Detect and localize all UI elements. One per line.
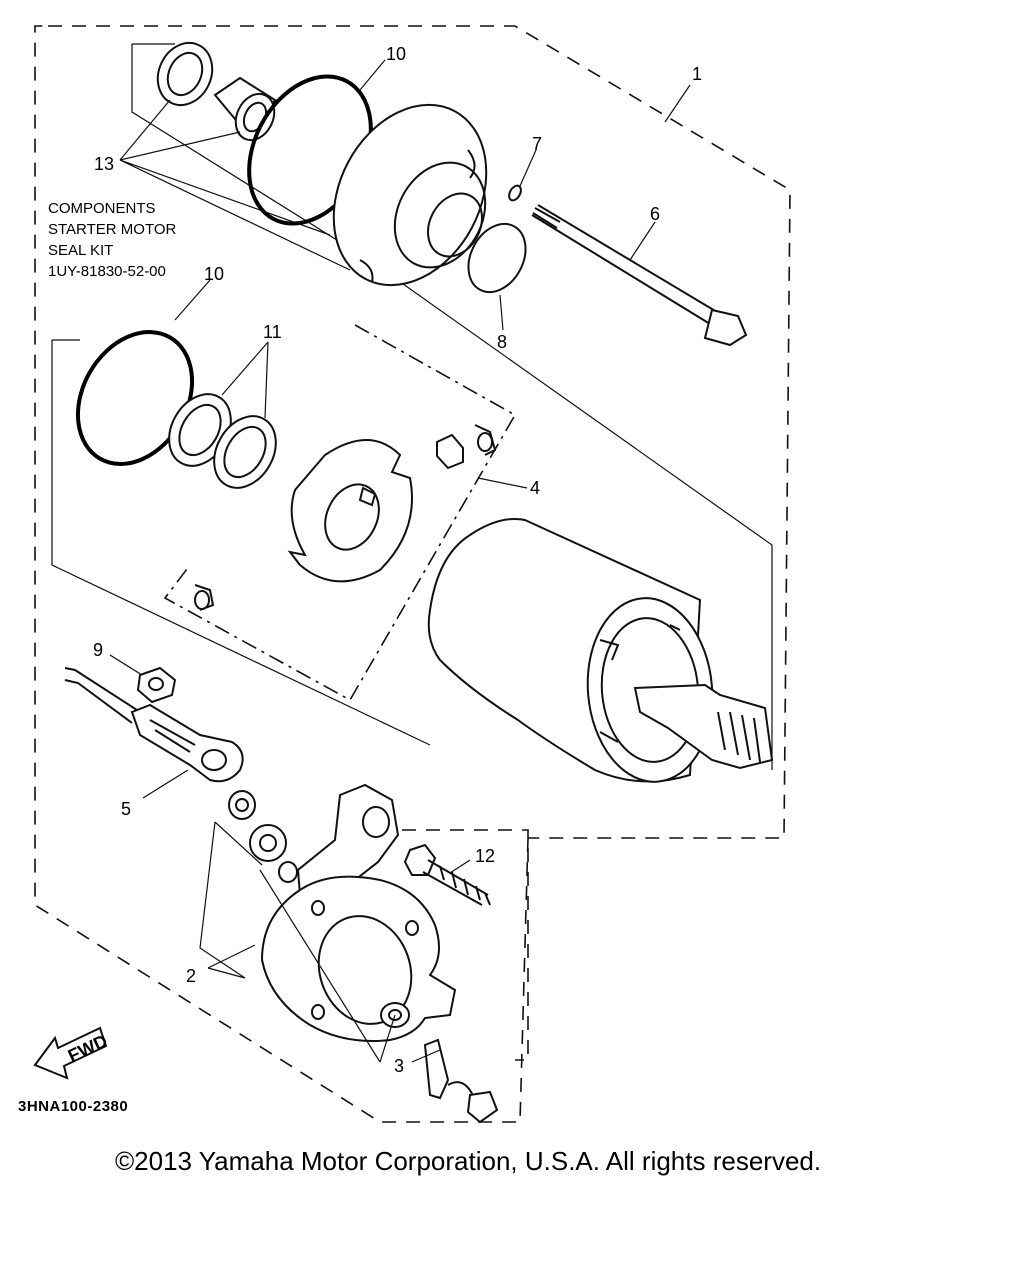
rear-cover-frame bbox=[131, 43, 373, 263]
drawing-code: 3HNA100-2380 bbox=[18, 1098, 129, 1115]
callout-8-leader bbox=[499, 294, 504, 331]
callout-9-leader bbox=[109, 654, 143, 676]
seal-kit-line1: COMPONENTS bbox=[48, 200, 156, 217]
front-cover-part bbox=[260, 783, 457, 1042]
callout-12: 12 bbox=[475, 846, 495, 866]
seal-kit-line2: STARTER MOTOR bbox=[48, 221, 177, 238]
callout-1: 1 bbox=[692, 64, 702, 84]
brush-spring-part bbox=[194, 424, 497, 611]
terminal-washers-part bbox=[228, 790, 298, 883]
o-ring-8-part bbox=[467, 222, 527, 294]
callout-9: 9 bbox=[93, 640, 103, 660]
yoke-housing-part bbox=[427, 518, 714, 783]
callout-4: 4 bbox=[530, 478, 540, 498]
callout-6: 6 bbox=[650, 204, 660, 224]
callout-11: 11 bbox=[263, 322, 282, 342]
callout-3-leaders bbox=[259, 869, 441, 1063]
callout-6-leader bbox=[629, 221, 656, 261]
callout-2-bracket bbox=[207, 944, 256, 979]
callout-2: 2 bbox=[186, 966, 196, 986]
callout-10a: 10 bbox=[386, 44, 406, 64]
callout-5-leader bbox=[142, 769, 189, 799]
callout-13-leaders bbox=[119, 99, 351, 271]
callout-7: 7 bbox=[532, 134, 542, 154]
brush-part bbox=[436, 433, 464, 470]
callout-5: 5 bbox=[121, 799, 131, 819]
oil-seal-part bbox=[156, 41, 214, 107]
callout-8: 8 bbox=[497, 332, 507, 352]
bolt-12-part bbox=[403, 843, 491, 906]
callout-11-leaders bbox=[221, 341, 269, 419]
nut-9-part bbox=[136, 666, 177, 704]
callout-1-leader bbox=[664, 84, 691, 123]
front-cover-bracket bbox=[199, 821, 263, 979]
brush-plate-part bbox=[287, 439, 413, 583]
assembly-boundary bbox=[34, 25, 791, 1123]
seal-kit-part-number: 1UY-81830-52-00 bbox=[48, 263, 166, 280]
seal-kit-line3: SEAL KIT bbox=[48, 242, 114, 259]
callout-10b: 10 bbox=[204, 264, 224, 284]
washer-7-part bbox=[508, 184, 522, 202]
brush-holder-box bbox=[163, 324, 517, 702]
seal-kit-note: COMPONENTS STARTER MOTOR SEAL KIT 1UY-81… bbox=[48, 198, 176, 282]
copyright-notice: ©2013 Yamaha Motor Corporation, U.S.A. A… bbox=[115, 1146, 822, 1176]
washers-11-part bbox=[168, 393, 277, 489]
armature-shaft-part bbox=[633, 683, 774, 770]
callout-10a-leader bbox=[359, 59, 386, 91]
callout-13: 13 bbox=[94, 154, 114, 174]
callout-10b-leader bbox=[174, 279, 211, 321]
callout-4-leader bbox=[477, 477, 528, 489]
callout-12-leader bbox=[449, 859, 471, 874]
needle-bearing-part bbox=[213, 76, 277, 142]
mid-frame bbox=[51, 261, 773, 770]
terminal-lead-part bbox=[64, 667, 244, 783]
callout-7-leader bbox=[519, 149, 537, 187]
fwd-arrow-icon: FWD bbox=[33, 1026, 110, 1080]
front-cover-box bbox=[402, 829, 529, 1061]
callout-3: 3 bbox=[394, 1056, 404, 1076]
through-bolt-part bbox=[531, 204, 748, 347]
rear-cover-part bbox=[332, 103, 488, 287]
